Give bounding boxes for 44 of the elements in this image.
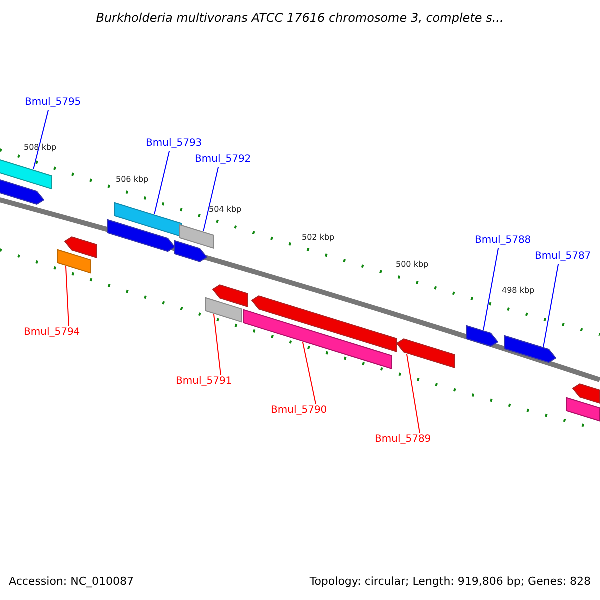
- gene-label: Bmul_5791: [176, 376, 232, 388]
- gene-feature: [64, 236, 98, 259]
- leader-line: [66, 266, 70, 326]
- gene-feature: [58, 249, 92, 274]
- gene-feature: [566, 397, 600, 422]
- gene-label: Bmul_5789: [375, 434, 432, 446]
- gene-feature: [206, 297, 242, 323]
- gene-feature: [251, 296, 398, 353]
- leader-line: [543, 264, 560, 348]
- gene-label: Bmul_5792: [195, 154, 252, 166]
- scale-label: 504 kbp: [209, 204, 242, 216]
- gene-feature: [0, 159, 52, 190]
- gene-feature: [396, 338, 456, 369]
- gene-feature: [466, 325, 499, 347]
- accession-text: Accession: NC_010087: [9, 575, 134, 589]
- scale-label: 498 kbp: [502, 285, 535, 297]
- leader-line: [33, 110, 50, 170]
- scale-label: 500 kbp: [396, 259, 429, 271]
- gene-feature: [572, 384, 600, 404]
- gene-feature: [244, 309, 392, 370]
- gene-feature: [180, 224, 214, 250]
- gene-feature: [0, 179, 45, 206]
- gene-label: Bmul_5793: [146, 138, 202, 150]
- scale-label: 502 kbp: [302, 232, 335, 244]
- leader-line: [154, 150, 170, 215]
- leader-line: [203, 166, 220, 232]
- leader-line: [406, 354, 420, 434]
- scale-label: 508 kbp: [24, 142, 57, 154]
- leader-line: [214, 314, 222, 376]
- genome-info-text: Topology: circular; Length: 919,806 bp; Genes: 828: [310, 575, 591, 589]
- gene-label: Bmul_5787: [535, 251, 592, 263]
- gene-feature: [114, 202, 182, 238]
- gene-label: Bmul_5788: [475, 235, 532, 247]
- gene-feature: [174, 240, 208, 262]
- gene-label: Bmul_5795: [25, 97, 82, 109]
- gene-feature: [504, 335, 557, 364]
- gene-label: Bmul_5790: [271, 405, 328, 417]
- leader-line: [483, 248, 500, 331]
- gene-label: Bmul_5794: [24, 327, 80, 339]
- gene-feature: [212, 284, 248, 308]
- gene-feature: [108, 219, 176, 252]
- leader-line: [302, 342, 316, 404]
- title: Burkholderia multivorans ATCC 17616 chromosome 3, complete s...: [95, 11, 505, 25]
- scale-label: 506 kbp: [116, 174, 149, 186]
